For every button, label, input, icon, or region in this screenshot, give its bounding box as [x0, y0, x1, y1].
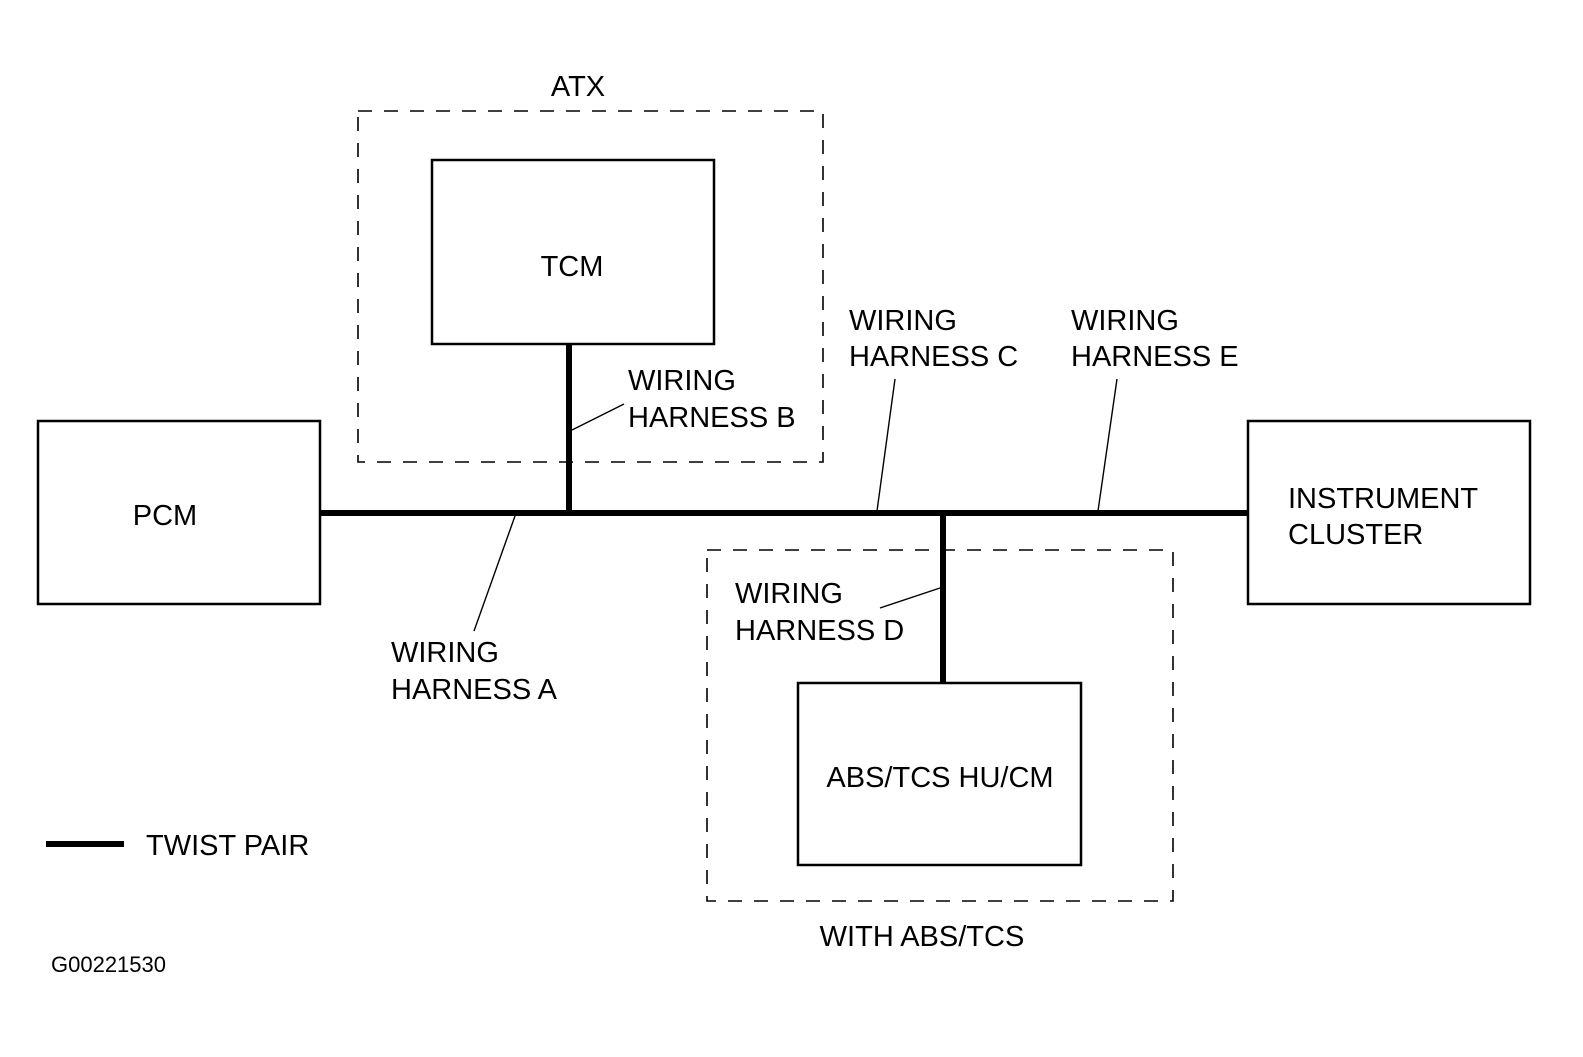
abs-tcs-group-label: WITH ABS/TCS — [820, 921, 1025, 953]
instrument-cluster-label-line1: INSTRUMENT — [1288, 483, 1478, 515]
harness-b-leader — [571, 403, 625, 431]
harness-e-label-line2: HARNESS E — [1071, 341, 1239, 373]
instrument-cluster-label-line2: CLUSTER — [1288, 519, 1423, 551]
atx-group-label: ATX — [551, 71, 605, 103]
tcm-label: TCM — [541, 251, 604, 283]
abs-tcs-hucm-module — [796, 681, 1083, 867]
harness-e-label-line1: WIRING — [1071, 305, 1179, 337]
harness-d-label-line2: HARNESS D — [735, 615, 904, 647]
pcm-label: PCM — [133, 500, 197, 532]
harness-c-label-line2: HARNESS C — [849, 341, 1018, 373]
harness-d-leader — [879, 587, 941, 609]
instrument-cluster-module — [1246, 419, 1532, 606]
abs-tcs-group-outline — [706, 549, 1174, 902]
abs-tcs-hucm-label: ABS/TCS HU/CM — [826, 762, 1053, 794]
harness-c-leader — [876, 378, 896, 512]
harness-b-label-line1: WIRING — [628, 365, 736, 397]
harness-d-label-line1: WIRING — [735, 578, 843, 610]
figure-id: G00221530 — [51, 952, 166, 977]
harness-b-label-line2: HARNESS B — [628, 402, 796, 434]
harness-e-leader — [1097, 378, 1118, 512]
harness-a-label-line2: HARNESS A — [391, 674, 558, 706]
twist-pair-legend-label: TWIST PAIR — [146, 830, 309, 862]
pcm-module — [36, 419, 322, 606]
atx-group-outline — [357, 110, 824, 463]
harness-a-label-line1: WIRING — [391, 637, 499, 669]
tcm-module — [430, 158, 716, 346]
harness-a-leader — [473, 515, 516, 632]
harness-c-label-line1: WIRING — [849, 305, 957, 337]
